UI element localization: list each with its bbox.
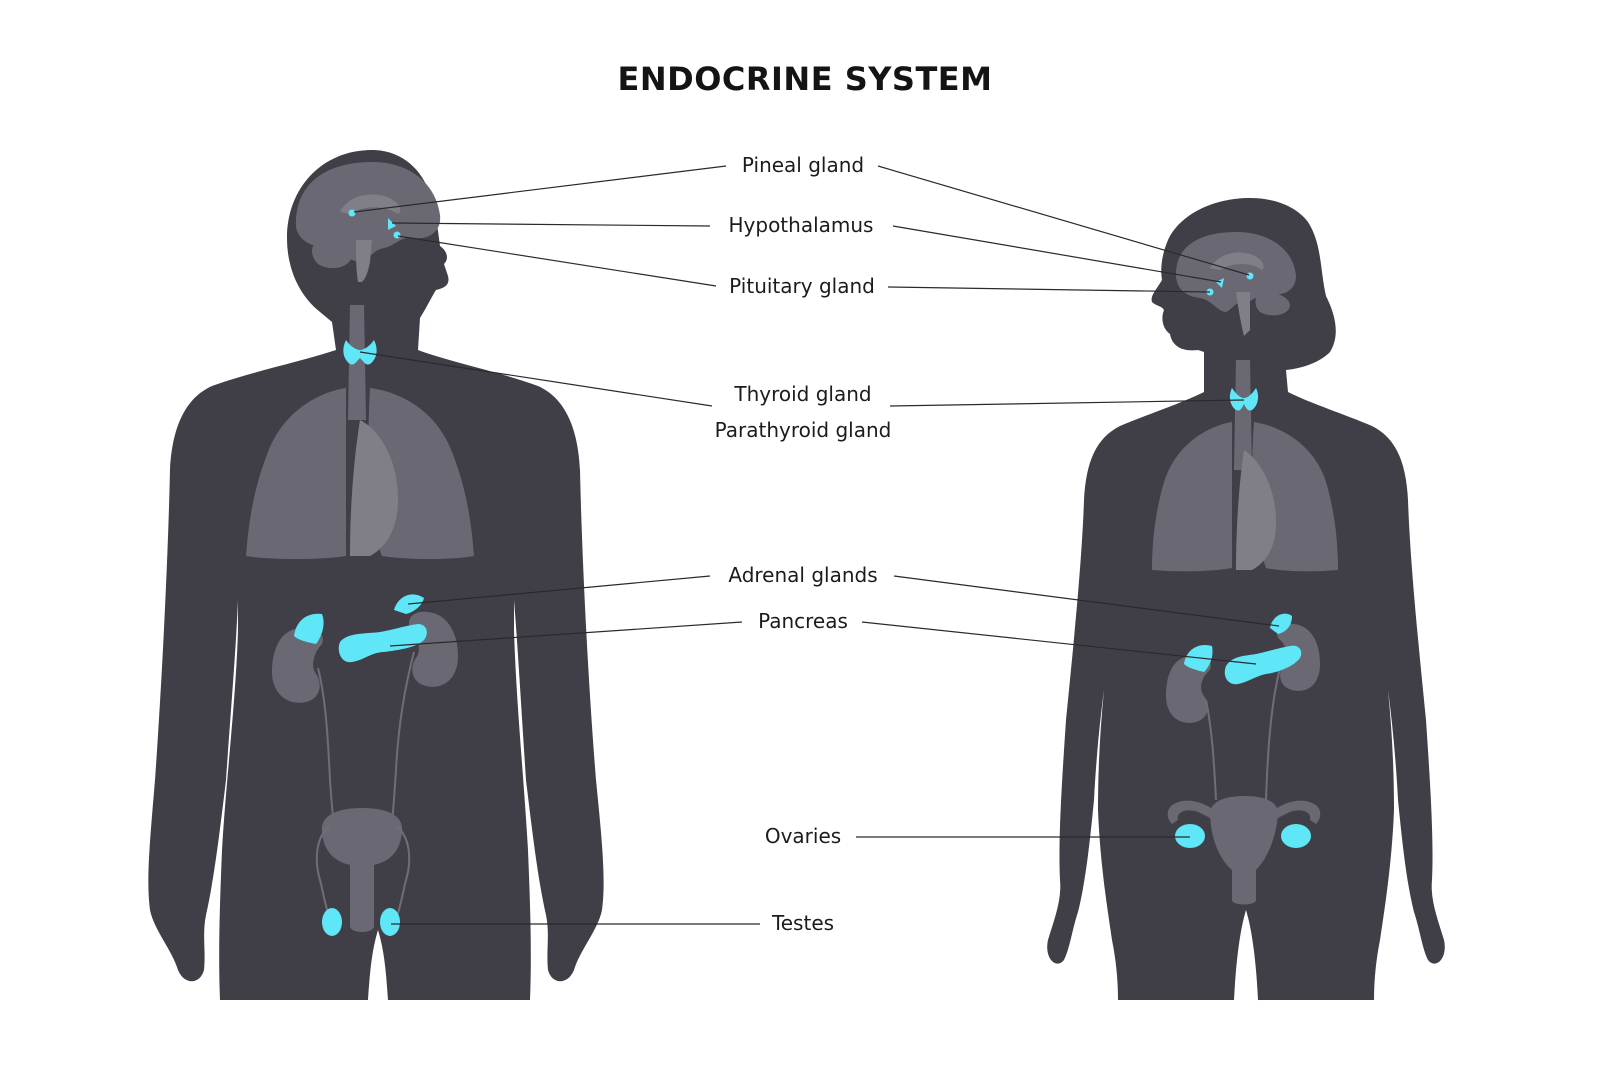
female-thyroid-gland bbox=[1229, 388, 1259, 411]
male-brainstem bbox=[356, 240, 372, 282]
labels: Pineal gland Hypothalamus Pituitary glan… bbox=[715, 153, 892, 935]
male-left-testis bbox=[322, 908, 342, 936]
male-cerebellum bbox=[312, 238, 352, 269]
label-pancreas: Pancreas bbox=[758, 609, 848, 633]
male-figure bbox=[148, 150, 604, 1000]
female-right-ovary bbox=[1281, 824, 1311, 848]
line-pancreas-male bbox=[389, 621, 743, 647]
female-right-fallopian-tube bbox=[1274, 800, 1321, 824]
male-heart bbox=[350, 420, 398, 556]
male-brain-fold bbox=[340, 194, 401, 214]
male-pancreas bbox=[338, 624, 427, 663]
female-right-ureter bbox=[1265, 667, 1281, 801]
female-uterus bbox=[1210, 796, 1278, 905]
female-brain-fold bbox=[1210, 252, 1264, 270]
female-left-kidney bbox=[1166, 655, 1211, 723]
male-left-duct bbox=[315, 825, 331, 919]
male-left-adrenal-gland bbox=[294, 613, 324, 644]
label-parathyroid-gland: Parathyroid gland bbox=[715, 418, 892, 442]
line-pancreas-female bbox=[861, 621, 1257, 665]
female-silhouette bbox=[1047, 198, 1445, 1000]
label-adrenal-glands: Adrenal glands bbox=[728, 563, 877, 587]
male-pineal-gland bbox=[348, 209, 356, 217]
female-left-lung bbox=[1152, 422, 1232, 572]
female-right-adrenal-gland bbox=[1270, 613, 1292, 634]
male-silhouette bbox=[148, 150, 604, 1000]
male-penis bbox=[350, 864, 374, 932]
label-pituitary-gland: Pituitary gland bbox=[729, 274, 875, 298]
line-pineal-male bbox=[353, 165, 727, 213]
male-right-testis bbox=[380, 908, 400, 936]
female-pineal-gland bbox=[1246, 272, 1254, 280]
female-heart bbox=[1236, 450, 1276, 570]
label-thyroid-gland: Thyroid gland bbox=[733, 382, 871, 406]
line-pituitary-male bbox=[397, 235, 717, 287]
female-hypothalamus bbox=[1216, 278, 1224, 288]
line-hypothalamus-female bbox=[892, 225, 1222, 283]
line-thyroid-female bbox=[889, 399, 1245, 407]
female-figure bbox=[1047, 198, 1445, 1000]
male-left-kidney bbox=[272, 627, 323, 703]
diagram-title: ENDOCRINE SYSTEM bbox=[617, 60, 992, 98]
female-left-ovary bbox=[1175, 824, 1205, 848]
line-adrenal-male bbox=[407, 575, 711, 605]
line-hypothalamus-male bbox=[391, 222, 711, 227]
line-pineal-female bbox=[877, 165, 1250, 276]
male-left-lung bbox=[246, 388, 346, 559]
male-hypothalamus bbox=[388, 218, 396, 230]
label-pineal-gland: Pineal gland bbox=[742, 153, 864, 177]
male-bladder bbox=[321, 808, 403, 866]
label-hypothalamus: Hypothalamus bbox=[729, 213, 874, 237]
female-cerebellum bbox=[1255, 291, 1290, 316]
female-pancreas bbox=[1224, 645, 1302, 685]
female-left-ureter bbox=[1205, 699, 1217, 801]
label-ovaries: Ovaries bbox=[765, 824, 841, 848]
male-trachea bbox=[348, 305, 366, 420]
line-thyroid-male bbox=[359, 351, 713, 407]
line-adrenal-female bbox=[893, 575, 1280, 627]
male-right-duct bbox=[395, 825, 411, 919]
female-left-fallopian-tube bbox=[1167, 800, 1214, 824]
leader-lines bbox=[353, 165, 1280, 925]
female-trachea bbox=[1234, 360, 1252, 470]
female-left-adrenal-gland bbox=[1184, 644, 1213, 672]
line-pituitary-female bbox=[887, 286, 1211, 293]
male-pituitary-gland bbox=[393, 231, 401, 239]
label-testes: Testes bbox=[771, 911, 834, 935]
female-brainstem bbox=[1236, 292, 1250, 336]
